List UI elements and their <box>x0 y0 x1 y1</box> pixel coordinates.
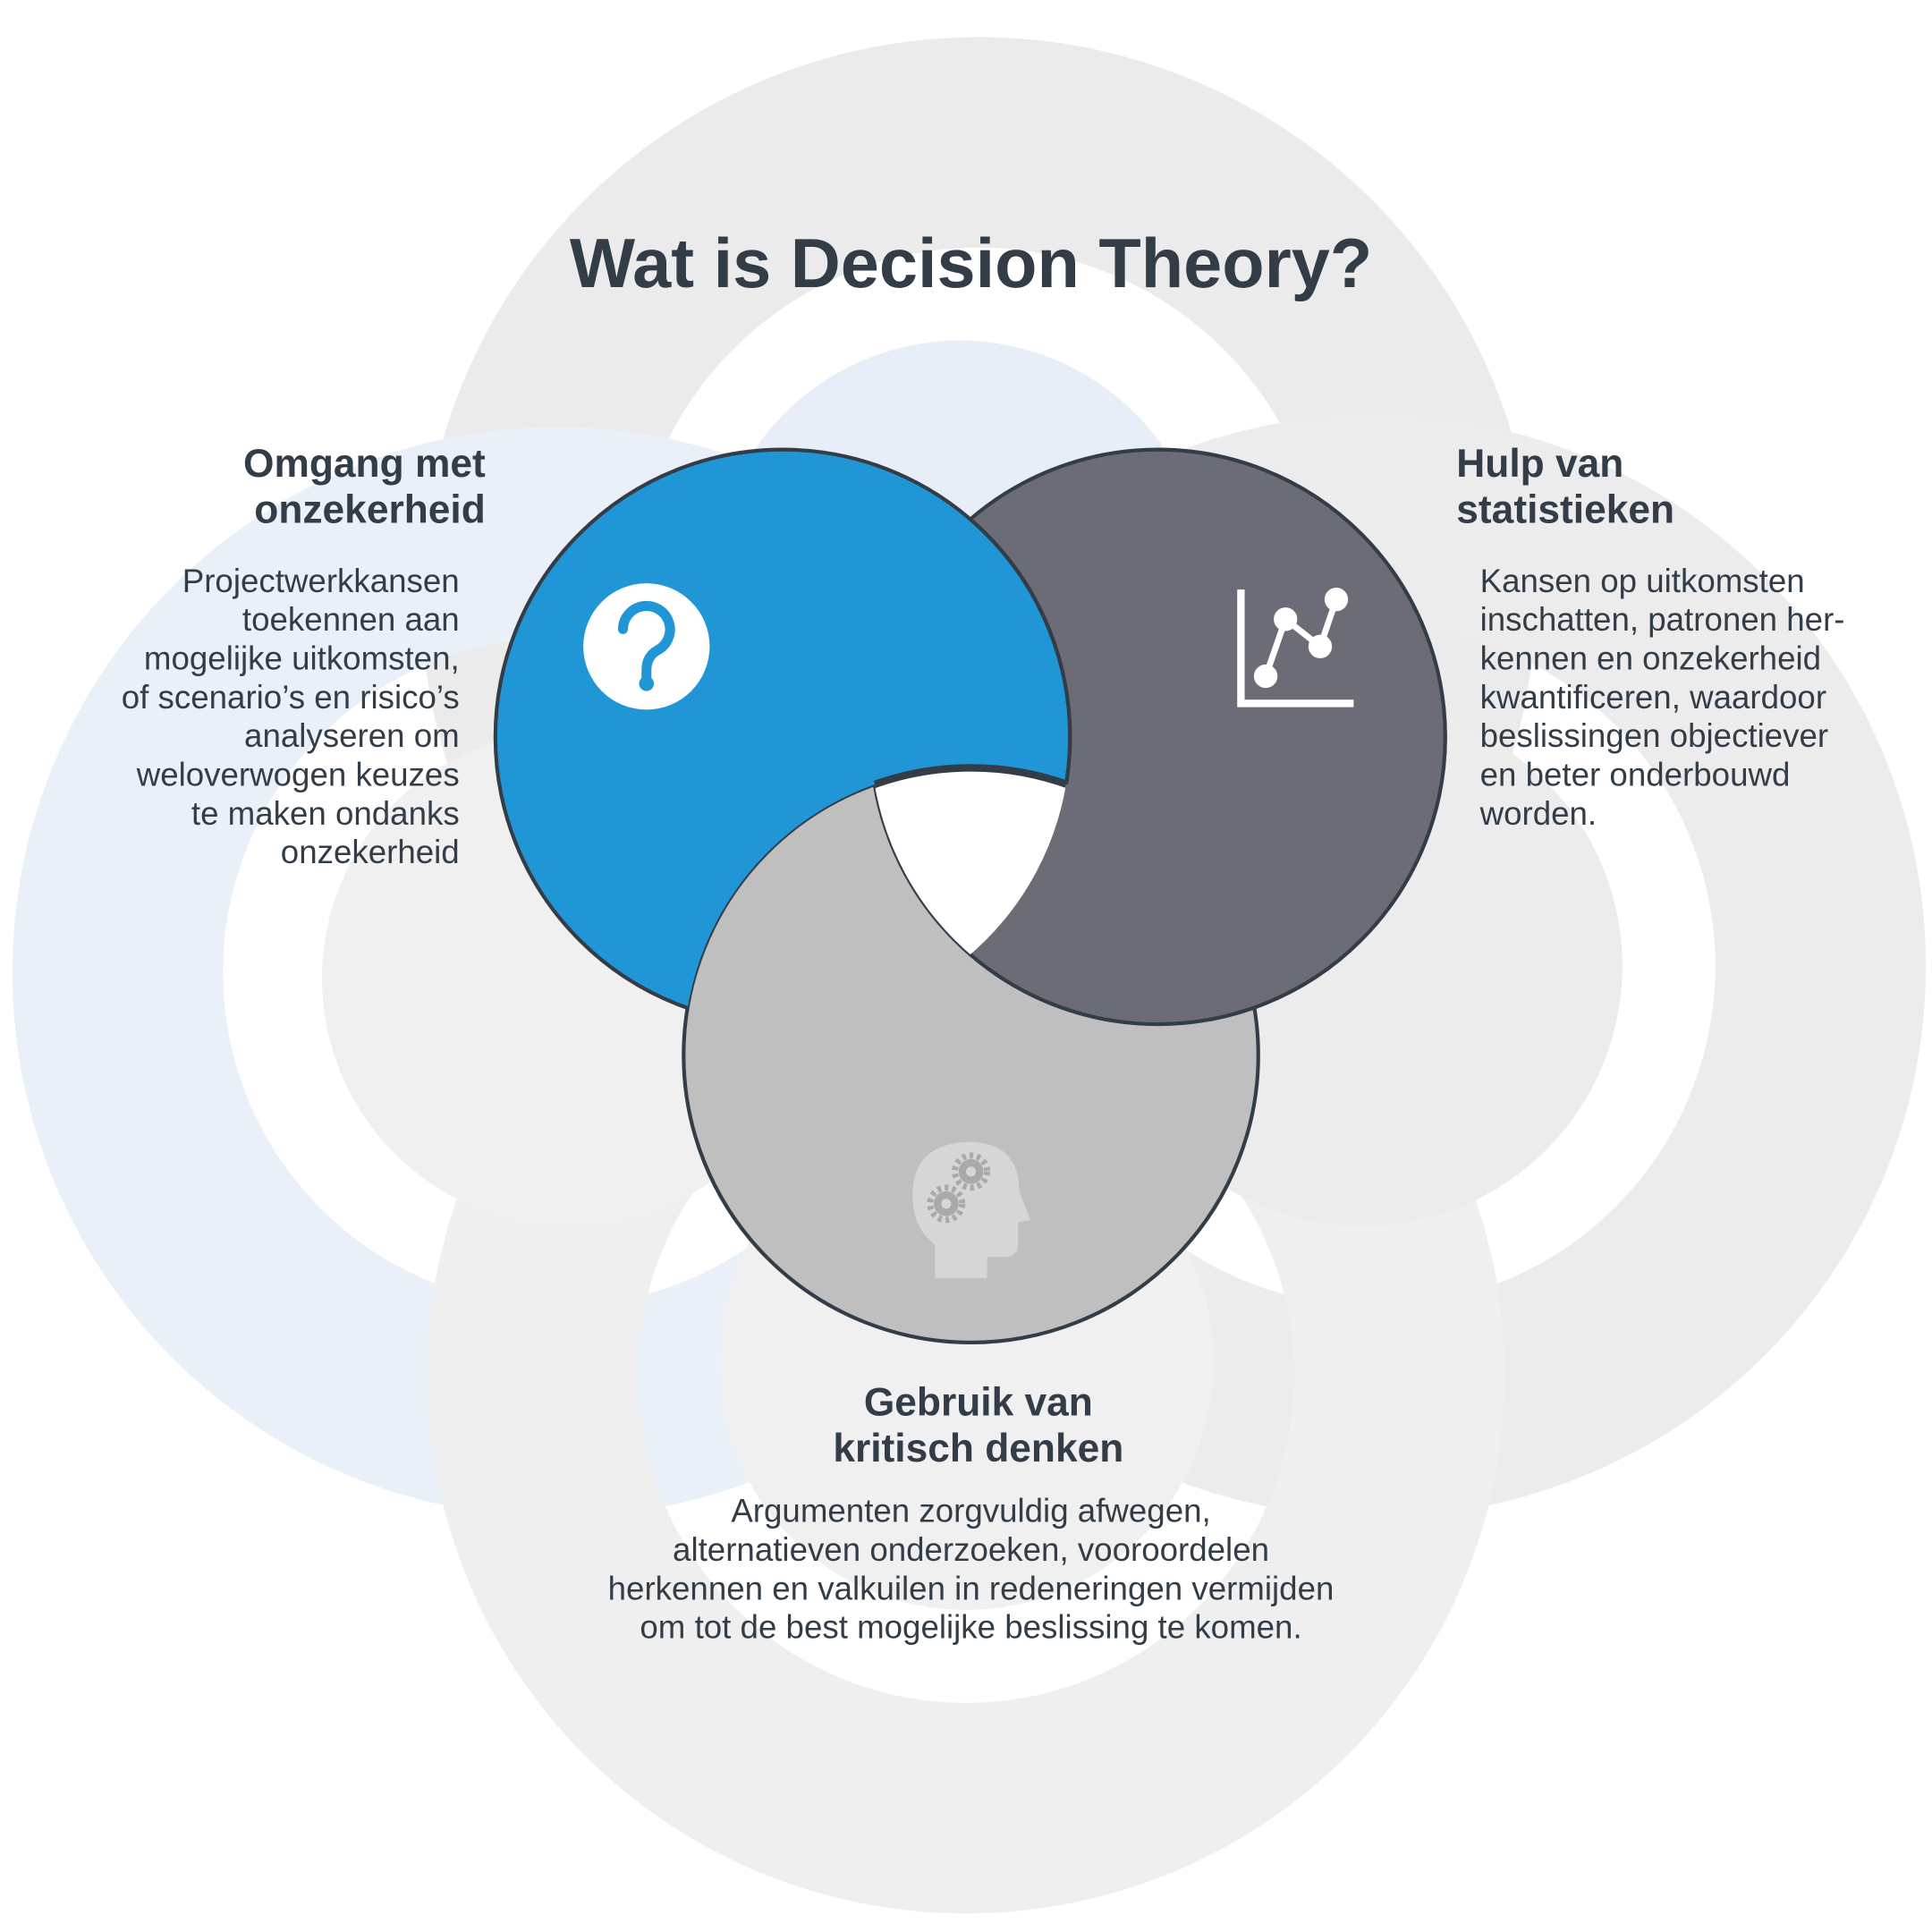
section-body-line: beslissingen objectiever <box>1480 717 1829 754</box>
section-body-line: inschatten, patronen her- <box>1480 601 1845 638</box>
section-body-line: of scenario’s en risico’s <box>122 679 460 716</box>
line-chart-icon <box>1237 588 1354 708</box>
section-body-line: Argumenten zorgvuldig afwegen, <box>731 1493 1210 1530</box>
section-heading: Omgang met <box>243 442 486 486</box>
section-heading: onzekerheid <box>254 487 485 531</box>
center-intersection <box>870 764 1071 1025</box>
section-body-line: worden. <box>1479 795 1597 832</box>
section-body-line: analyseren om <box>244 717 460 754</box>
section-body-line: Kansen op uitkomsten <box>1480 563 1805 599</box>
section-uncertainty: Omgang met onzekerheid Projectwerkkansen… <box>122 442 486 870</box>
section-body-line: om tot de best mogelijke beslissing te k… <box>640 1609 1301 1646</box>
section-statistics: Hulp van statistieken Kansen op uitkomst… <box>1456 442 1844 832</box>
section-body-line: kennen en onzekerheid <box>1480 640 1821 677</box>
section-heading: Hulp van <box>1456 442 1623 486</box>
section-heading: statistieken <box>1456 487 1674 531</box>
section-body-line: toekennen aan <box>242 601 460 638</box>
section-body-line: onzekerheid <box>281 834 460 870</box>
section-critical-thinking: Gebruik van kritisch denken Argumenten z… <box>608 1381 1335 1646</box>
section-body-line: te maken ondanks <box>191 795 460 832</box>
section-body-line: en beter onderbouwd <box>1480 757 1791 793</box>
section-body-line: kwantificeren, waardoor <box>1480 679 1826 716</box>
section-body-line: weloverwogen keuzes <box>136 757 460 793</box>
section-heading: kritisch denken <box>833 1427 1123 1470</box>
page-title: Wat is Decision Theory? <box>570 225 1372 302</box>
question-icon <box>583 583 710 710</box>
section-body-line: Projectwerkkansen <box>182 563 460 599</box>
section-heading: Gebruik van <box>864 1381 1093 1425</box>
section-body-line: alternatieven onderzoeken, vooroordelen <box>673 1531 1269 1568</box>
section-body-line: mogelijke uitkomsten, <box>144 640 460 677</box>
head-gears-icon <box>912 1141 1030 1278</box>
section-body-line: herkennen en valkuilen in redeneringen v… <box>608 1570 1335 1606</box>
